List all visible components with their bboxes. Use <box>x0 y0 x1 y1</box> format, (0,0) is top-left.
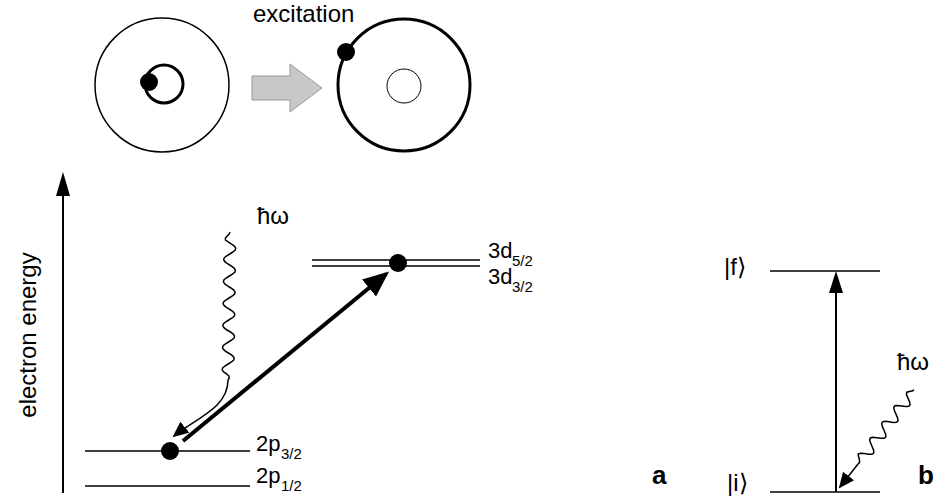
excitation-arrow <box>183 274 386 441</box>
level-name: 3d <box>488 240 512 262</box>
axis-head <box>56 172 70 196</box>
transition-arrow <box>252 64 322 112</box>
panel-letter: b <box>918 462 934 488</box>
photon-wave-end <box>840 464 858 487</box>
photon-energy: ħω <box>897 350 929 374</box>
energy-level <box>770 270 880 272</box>
level-subscript: 1/2 <box>281 478 302 493</box>
level-subscript: 3/2 <box>281 446 302 461</box>
electron <box>161 442 179 460</box>
photon-wave-end <box>174 380 228 436</box>
axis-label: electron energy <box>16 252 40 417</box>
state-label: |i⟩ <box>727 471 748 495</box>
ground-state-atom <box>95 18 229 152</box>
energy-level <box>85 485 250 487</box>
electron <box>389 254 407 272</box>
panel-letter: a <box>652 462 666 488</box>
process-label: excitation <box>253 2 354 26</box>
energy-level <box>770 491 880 493</box>
photon-energy: ħω <box>257 204 289 228</box>
level-subscript: 5/2 <box>512 253 533 268</box>
level-name: 3d <box>488 266 512 288</box>
transition-head <box>829 271 843 293</box>
photon-wave <box>858 390 914 464</box>
level-name: 2p <box>256 465 280 487</box>
photon-wave <box>222 232 236 380</box>
excited-atom <box>337 19 470 151</box>
state-label: |f⟩ <box>724 255 746 279</box>
level-subscript: 3/2 <box>512 279 533 294</box>
level-name: 2p <box>256 433 280 455</box>
energy-axis <box>62 192 64 493</box>
transition-line <box>835 290 837 492</box>
